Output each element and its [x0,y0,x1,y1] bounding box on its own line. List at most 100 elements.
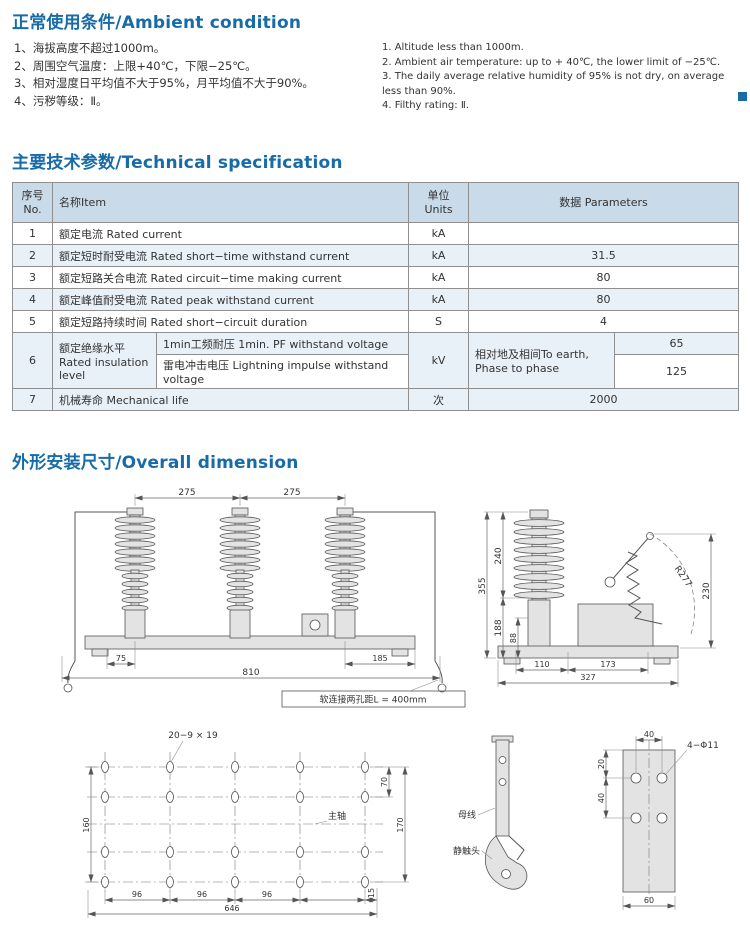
dim-15: 15 [367,888,376,898]
cell-insulation-scope: 相对地及相间To earth, Phase to phase [468,332,616,389]
ambient-cn-item-1: 1、海拔高度不超过1000m。 [14,41,166,55]
dim-96-b: 96 [197,890,207,899]
ambient-section-title: 正常使用条件/Ambient condition [12,13,302,33]
mounting-holes [101,761,369,888]
dim-173: 173 [600,660,615,669]
dim-pole-pitch-right: 275 [283,488,300,498]
cell-no: 7 [12,388,53,411]
ambient-en-item-1: 1. Altitude less than 1000m. [382,42,524,53]
col-header-no-cn: 序号 [21,188,44,202]
cell-value: 80 [468,266,740,289]
cell-units: 次 [408,388,470,411]
cell-units: kA [408,288,470,311]
spec-header-row: 序号 No. 名称Item 单位 Units 数据 Parameters [12,182,740,223]
note-text: 软连接两孔距L = 400mm [320,694,427,706]
cell-units: kA [408,266,470,289]
cell-value: 80 [468,288,740,311]
dim-overall-810: 810 [242,668,259,678]
contact-detail-drawing: 母线 静触头 [453,735,528,890]
table-row: 5 额定短路持续时间 Rated short−circuit duration … [12,310,740,333]
dim-188: 188 [494,619,504,636]
cell-units: kV [408,332,470,389]
dim-40-left: 40 [597,793,606,803]
spec-table: 序号 No. 名称Item 单位 Units 数据 Parameters 1 额… [12,182,740,411]
col-header-units-en: Units [424,202,453,216]
insulation-scope-line1: 相对地及相间To earth, [475,348,589,361]
dim-60: 60 [644,896,654,905]
cell-item: 机械寿命 Mechanical life [51,388,410,411]
insulation-label-cn: 额定绝缘水平 [59,341,125,355]
cell-units: kA [408,222,470,245]
ambient-list-cn: 1、海拔高度不超过1000m。 2、周围空气温度：上限+40℃，下限−25℃。 … [14,40,314,110]
cell-no: 3 [12,266,53,289]
contact-labels: 母线 静触头 [453,807,496,860]
col-header-units-cn: 单位 [427,188,450,202]
dim-r277: R277 [672,564,694,589]
dim-hole-callout-plate: 4−Φ11 [687,741,719,751]
dim-20: 20 [597,759,606,769]
left-conductor [63,511,127,693]
dim-88: 88 [509,633,518,643]
dim-185: 185 [372,654,387,663]
table-row-insulation-b: 雷电冲击电压 Lightning impulse withstand volta… [13,354,740,389]
table-row: 7 机械寿命 Mechanical life 次 2000 [12,388,740,411]
dimension-section-title: 外形安装尺寸/Overall dimension [12,453,299,473]
table-row: 1 额定电流 Rated current kA [12,222,740,245]
pole-insulator [114,507,156,639]
corner-accent-square [738,92,747,101]
pole-side [513,509,565,649]
table-row: 3 额定短路关合电流 Rated circuit−time making cur… [12,266,740,289]
table-row: 4 额定峰值耐受电流 Rated peak withstand current … [12,288,740,311]
cell-value: 65 [614,332,740,355]
base-frame [84,613,416,657]
centerlines [87,752,383,892]
cell-insulation-label: 额定绝缘水平 Rated insulation level [52,332,157,389]
ambient-cn-item-4: 4、污秽等级：Ⅱ。 [14,93,108,108]
dim-170: 170 [396,817,405,832]
pole-insulator [324,507,366,639]
ambient-cn-item-2: 2、周围空气温度：上限+40℃，下限−25℃。 [14,58,257,73]
cell-no: 6 [12,332,53,389]
cell-no: 4 [12,288,53,311]
table-row: 2 额定短时耐受电流 Rated short−time withstand cu… [12,244,740,267]
front-dimensions: 275 275 75 185 810 [61,488,441,682]
cell-no: 2 [12,244,53,267]
static-contact-part [485,835,528,890]
cell-item: 额定峰值耐受电流 Rated peak withstand current [51,288,410,311]
cell-value [468,222,740,245]
cell-item: 额定短路关合电流 Rated circuit−time making curre… [51,266,410,289]
dim-160: 160 [82,817,91,832]
table-row-insulation-a: 6 额定绝缘水平 Rated insulation level 1min工频耐压… [12,332,740,389]
dim-40-top: 40 [644,730,654,739]
dim-96-c: 96 [262,890,272,899]
col-header-params: 数据 Parameters [468,182,740,223]
cell-value: 2000 [468,388,740,411]
cell-value: 4 [468,310,740,333]
terminal-plate-part [622,740,676,902]
dim-355: 355 [478,577,488,594]
col-header-no-en: No. [23,202,42,216]
dim-646: 646 [224,904,239,913]
dim-96-a: 96 [132,890,142,899]
mounting-plan-drawing: 20−9 × 19 主轴 70 170 160 [82,731,409,918]
busbar-part [491,735,514,837]
dim-hole-callout: 20−9 × 19 [168,731,218,741]
right-conductor [353,511,447,693]
dim-70: 70 [380,777,389,787]
col-header-no: 序号 No. [12,182,53,223]
ambient-list-en: 1. Altitude less than 1000m. 2. Ambient … [382,41,740,114]
ambient-en-item-2: 2. Ambient air temperature: up to + 40℃,… [382,56,721,68]
dim-230: 230 [702,582,712,599]
operating-mechanism [577,532,695,647]
dim-240: 240 [494,547,504,564]
cell-item: 额定短时耐受电流 Rated short−time withstand curr… [51,244,410,267]
dim-75: 75 [116,654,126,663]
busbar-label: 母线 [458,809,476,821]
cell-no: 1 [12,222,53,245]
col-header-item: 名称Item [51,182,410,223]
plate-detail-drawing: 40 4−Φ11 20 40 60 [597,730,719,910]
dim-327: 327 [580,673,595,682]
cell-no: 5 [12,310,53,333]
cell-units: S [408,310,470,333]
